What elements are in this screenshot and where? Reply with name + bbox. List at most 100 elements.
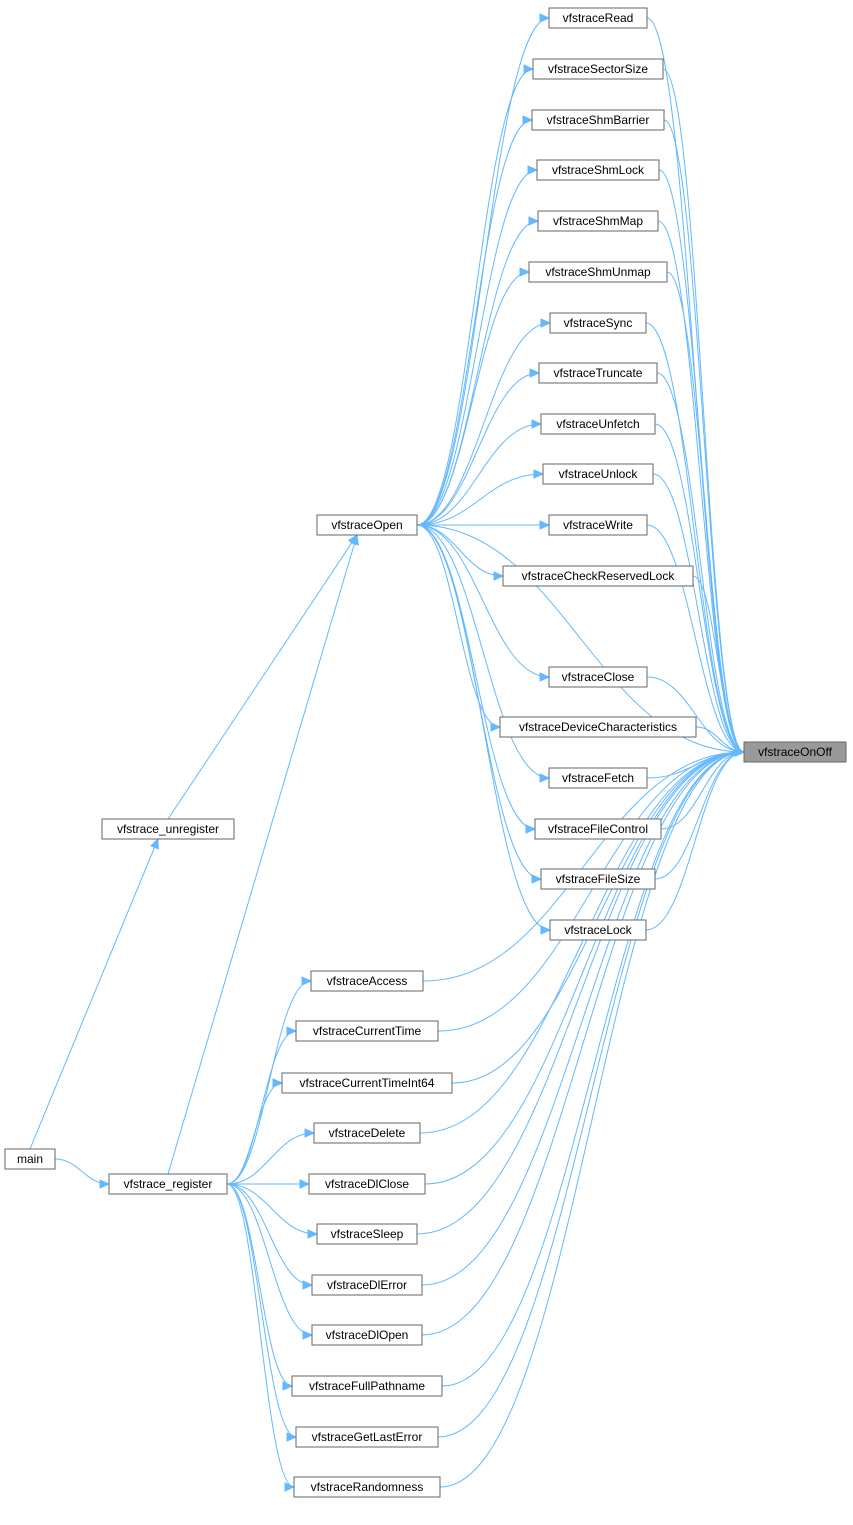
arrowhead (539, 672, 551, 682)
node-box (281, 1072, 453, 1094)
arrowhead (529, 368, 541, 378)
node-vfstrace-open[interactable]: vfstraceOpen (316, 514, 418, 536)
edge-vfstrace-register-to-vfstrace-randomness (226, 1183, 296, 1492)
node-vfstrace-dl-error[interactable]: vfstraceDlError (311, 1274, 423, 1296)
edge-vfstrace-open-to-vfstrace-device-characteristics (416, 524, 502, 732)
edge-vfstrace-open-to-vfstrace-sector-size (416, 64, 535, 526)
node-vfstrace-sleep[interactable]: vfstraceSleep (316, 1223, 418, 1245)
edge-vfstrace-open-to-vfstrace-lock (416, 524, 552, 935)
arrowhead (540, 925, 552, 935)
node-box (534, 818, 662, 840)
node-box (548, 7, 648, 29)
edge-vfstrace-shm-map-to-vfstrace-on-off (657, 220, 746, 757)
node-label: vfstraceUnlock (559, 467, 639, 481)
edge-vfstrace-register-to-vfstrace-current-time (226, 1026, 298, 1185)
node-vfstrace-shm-lock[interactable]: vfstraceShmLock (536, 159, 660, 181)
edge-vfstrace-register-to-vfstrace-sleep (226, 1183, 319, 1239)
edge-vfstrace-open-to-vfstrace-sync (416, 318, 552, 526)
node-label: vfstraceOnOff (758, 745, 832, 759)
node-box (316, 514, 418, 536)
node-vfstrace-check-reserved-lock[interactable]: vfstraceCheckReservedLock (502, 565, 694, 587)
node-vfstrace-dl-open[interactable]: vfstraceDlOpen (311, 1324, 423, 1346)
edge-vfstrace-register-to-vfstrace-access (226, 976, 313, 1185)
node-label: vfstraceGetLastError (312, 1430, 423, 1444)
node-box (311, 1274, 423, 1296)
node-vfstrace-close[interactable]: vfstraceClose (548, 666, 648, 688)
arrowhead (282, 1381, 294, 1391)
edge-vfstrace-open-to-vfstrace-shm-unmap (416, 267, 531, 526)
node-label: vfstraceShmLock (552, 163, 645, 177)
node-label: vfstraceShmMap (553, 214, 643, 228)
nodes-layer: vfstraceRead vfstraceSectorSize vfstraceSh… (4, 7, 847, 1498)
edge-vfstrace-open-to-vfstrace-unfetch (416, 419, 543, 526)
arrowhead (531, 874, 543, 884)
node-vfstrace-write[interactable]: vfstraceWrite (548, 514, 648, 536)
arrowhead (539, 520, 551, 530)
node-box (308, 1173, 426, 1195)
node-box (311, 1324, 423, 1346)
node-vfstrace-unlock[interactable]: vfstraceUnlock (542, 463, 654, 485)
node-vfstrace-randomness[interactable]: vfstraceRandomness (293, 1476, 441, 1498)
node-vfstrace-current-time[interactable]: vfstraceCurrentTime (295, 1020, 439, 1042)
node-vfstrace-unregister[interactable]: vfstrace_unregister (101, 818, 235, 840)
node-label: vfstraceFileControl (548, 822, 648, 836)
node-vfstrace-file-size[interactable]: vfstraceFileSize (540, 868, 656, 890)
node-box (536, 159, 660, 181)
edge-vfstrace-randomness-to-vfstrace-on-off (439, 747, 746, 1488)
node-vfstrace-sector-size[interactable]: vfstraceSectorSize (532, 58, 664, 80)
arrowhead (302, 1280, 314, 1290)
node-vfstrace-read[interactable]: vfstraceRead (548, 7, 648, 29)
edge-vfstrace-open-to-vfstrace-shm-barrier (416, 115, 534, 526)
node-vfstrace-on-off[interactable]: vfstraceOnOff (743, 741, 847, 763)
node-vfstrace-delete[interactable]: vfstraceDelete (313, 1122, 421, 1144)
node-vfstrace-unfetch[interactable]: vfstraceUnfetch (540, 413, 656, 435)
node-vfstrace-shm-barrier[interactable]: vfstraceShmBarrier (531, 109, 665, 131)
arrowhead (301, 976, 313, 986)
node-vfstrace-register[interactable]: vfstrace_register (108, 1173, 228, 1195)
arrowhead (286, 1026, 298, 1036)
arrowhead (525, 824, 537, 834)
node-vfstrace-access[interactable]: vfstraceAccess (310, 970, 424, 992)
node-vfstrace-truncate[interactable]: vfstraceTruncate (538, 362, 658, 384)
node-label: vfstraceShmUnmap (545, 265, 651, 279)
node-label: vfstraceDlOpen (326, 1328, 409, 1342)
node-box (313, 1122, 421, 1144)
arrowhead (527, 165, 539, 175)
edge-vfstrace-open-to-vfstrace-unlock (416, 469, 545, 526)
node-label: vfstraceRead (563, 11, 634, 25)
edge-vfstrace-check-reserved-lock-to-vfstrace-on-off (692, 575, 746, 757)
edge-vfstrace-shm-unmap-to-vfstrace-on-off (666, 271, 746, 757)
node-vfstrace-file-control[interactable]: vfstraceFileControl (534, 818, 662, 840)
node-vfstrace-sync[interactable]: vfstraceSync (549, 312, 647, 334)
node-vfstrace-device-characteristics[interactable]: vfstraceDeviceCharacteristics (499, 716, 697, 738)
node-label: vfstraceDlError (327, 1278, 407, 1292)
arrowhead (519, 267, 531, 277)
node-vfstrace-shm-map[interactable]: vfstraceShmMap (537, 210, 659, 232)
edge-vfstrace-register-to-vfstrace-delete (226, 1128, 316, 1185)
arrowhead (528, 216, 540, 226)
edge-vfstrace-register-to-vfstrace-open (167, 533, 359, 1175)
node-vfstrace-get-last-error[interactable]: vfstraceGetLastError (295, 1426, 439, 1448)
edge-vfstrace-open-to-vfstrace-truncate (416, 368, 541, 526)
node-box (540, 413, 656, 435)
node-label: vfstraceCheckReservedLock (522, 569, 676, 583)
node-box (743, 741, 847, 763)
node-label: vfstraceSleep (331, 1227, 404, 1241)
node-vfstrace-fetch[interactable]: vfstraceFetch (548, 767, 648, 789)
node-label: vfstraceTruncate (554, 366, 643, 380)
node-vfstrace-lock[interactable]: vfstraceLock (549, 919, 647, 941)
edge-vfstrace-register-to-vfstrace-dl-close (227, 1179, 311, 1189)
node-vfstrace-current-time-int64[interactable]: vfstraceCurrentTimeInt64 (281, 1072, 453, 1094)
node-main[interactable]: main (4, 1148, 56, 1170)
edges-layer (29, 13, 746, 1492)
node-vfstrace-shm-unmap[interactable]: vfstraceShmUnmap (528, 261, 668, 283)
node-vfstrace-full-pathname[interactable]: vfstraceFullPathname (291, 1375, 443, 1397)
node-label: vfstraceOpen (331, 518, 402, 532)
node-label: vfstraceFullPathname (309, 1379, 425, 1393)
node-vfstrace-dl-close[interactable]: vfstraceDlClose (308, 1173, 426, 1195)
node-box (532, 58, 664, 80)
node-box (528, 261, 668, 283)
node-box (310, 970, 424, 992)
arrowhead (523, 64, 535, 74)
node-label: vfstraceShmBarrier (547, 113, 650, 127)
